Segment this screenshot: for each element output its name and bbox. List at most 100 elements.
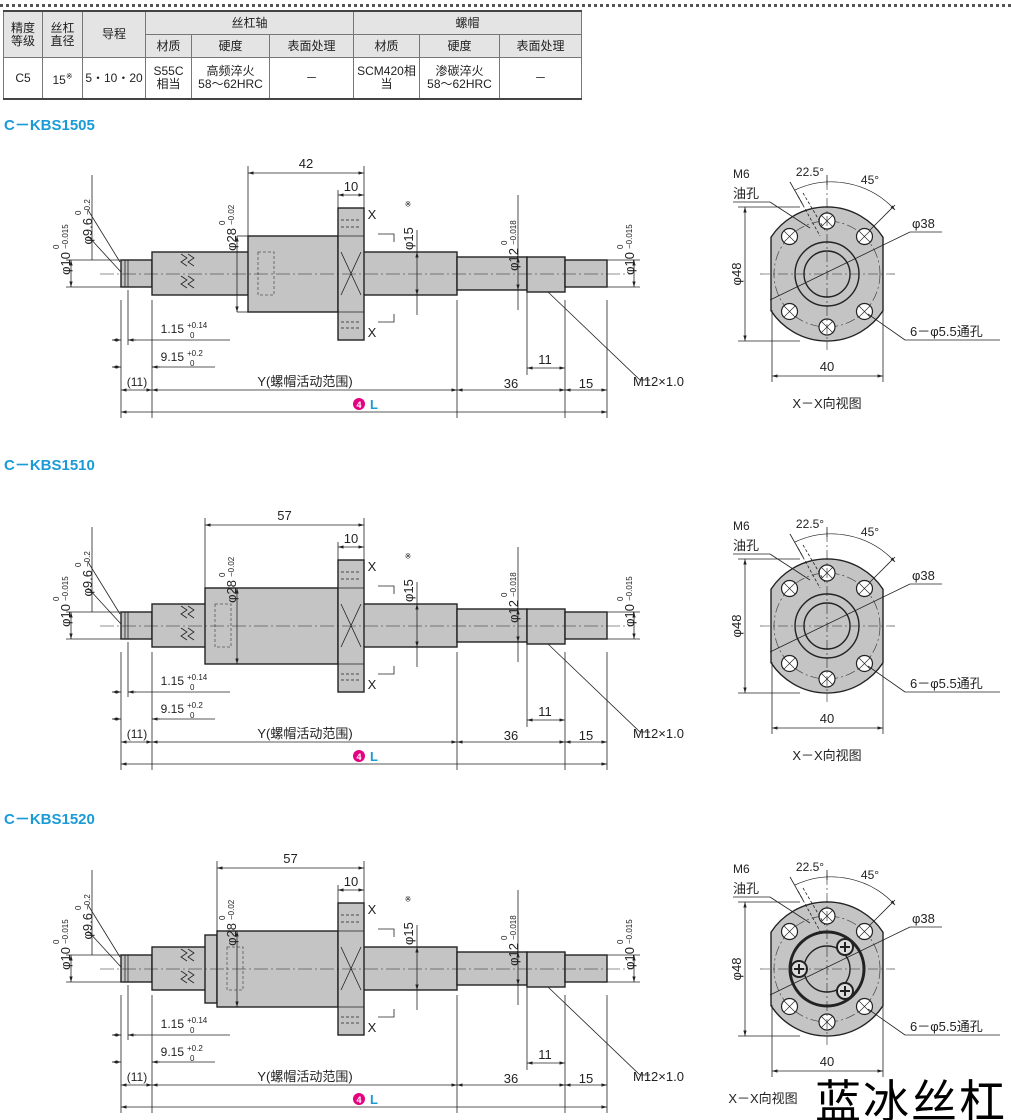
angle-45-label: 45° bbox=[861, 868, 879, 882]
d9-15-tol-lower: 0 bbox=[190, 711, 195, 720]
section-arrow bbox=[378, 666, 395, 675]
phi12-label: φ12 bbox=[506, 248, 521, 271]
nut-hidden-line bbox=[214, 603, 232, 648]
oil-hole-label: 油孔 bbox=[733, 186, 759, 201]
phi28-label-tol-lower: −0.02 bbox=[227, 204, 236, 225]
right-journal bbox=[564, 611, 608, 640]
angle-22-5-label: 22.5° bbox=[796, 165, 824, 179]
phi9-6-label: φ9.6 bbox=[80, 570, 95, 597]
oil-hole-label: 油孔 bbox=[733, 538, 759, 553]
dimension-label: 36 bbox=[504, 1071, 518, 1086]
phi12-label-tol-lower: −0.018 bbox=[509, 915, 518, 940]
view-label: X－X向视图 bbox=[792, 748, 861, 763]
badge-circle-icon bbox=[353, 398, 365, 410]
phi12-label-tol-upper: 0 bbox=[500, 935, 509, 940]
shaft-side-view bbox=[100, 559, 630, 693]
thread-section bbox=[526, 256, 566, 293]
phi12-label-tol-upper: 0 bbox=[500, 240, 509, 245]
header-shaft: 丝杠轴 bbox=[145, 10, 354, 35]
angle-45-label: 45° bbox=[861, 173, 879, 187]
hole-cross bbox=[858, 1000, 871, 1013]
phi9-6-label-tol-upper: 0 bbox=[74, 562, 83, 567]
phi48-label: φ48 bbox=[729, 958, 744, 981]
right-journal bbox=[564, 259, 608, 288]
phi28-label: φ28 bbox=[224, 228, 239, 251]
view-label: X－X向视图 bbox=[792, 396, 861, 411]
phi15-label: φ15 bbox=[401, 579, 416, 602]
oil-hole-hidden bbox=[802, 887, 827, 928]
hole-cross bbox=[783, 305, 796, 318]
cell-nut-material: SCM420相当 bbox=[353, 57, 420, 100]
leader bbox=[769, 583, 911, 653]
section-arrow bbox=[378, 928, 395, 937]
section-arrow bbox=[378, 1009, 395, 1018]
phi10-right-label-tol-upper: 0 bbox=[616, 244, 625, 249]
dimension-label: 15 bbox=[579, 728, 593, 743]
angle-arc bbox=[794, 876, 896, 906]
phi10-left-label-tol-lower: −0.015 bbox=[61, 919, 70, 944]
bearing-journal-12 bbox=[456, 951, 528, 986]
ref-mark: ※ bbox=[405, 552, 412, 561]
dimension-label: 15 bbox=[579, 1071, 593, 1086]
d9-15-label: 9.15 bbox=[161, 350, 185, 364]
header-diameter: 丝杠直径 bbox=[42, 10, 83, 58]
leader bbox=[769, 231, 911, 301]
length-label: L bbox=[370, 1092, 378, 1107]
thread-label: M12×1.0 bbox=[633, 1069, 684, 1084]
header-shaft-hardness: 硬度 bbox=[191, 34, 270, 58]
hole-cross bbox=[858, 582, 871, 595]
flat-mark bbox=[340, 251, 362, 296]
line bbox=[789, 533, 804, 558]
phi12-label-tol-lower: −0.018 bbox=[509, 572, 518, 597]
break-mark-icon bbox=[180, 605, 195, 619]
watermark: 蓝冰丝杠 bbox=[815, 1075, 1007, 1120]
phi10-left-label: φ10 bbox=[58, 252, 73, 275]
phi9-6-label-tol-lower: −0.2 bbox=[83, 551, 92, 567]
phi48-label: φ48 bbox=[729, 263, 744, 286]
oil-hole-hidden bbox=[802, 192, 827, 233]
d1-15-label: 1.15 bbox=[161, 1017, 185, 1031]
leader bbox=[87, 209, 121, 263]
dotted-divider bbox=[0, 4, 1011, 7]
phi10-right-label-tol-upper: 0 bbox=[616, 596, 625, 601]
dimension-label: 10 bbox=[344, 874, 358, 889]
phi9-6-label-tol-upper: 0 bbox=[74, 905, 83, 910]
d9-15-tol-upper: +0.2 bbox=[187, 1044, 203, 1053]
thread-label: M12×1.0 bbox=[633, 374, 684, 389]
length-badge-number: 4 bbox=[356, 1095, 361, 1105]
section-arrow bbox=[378, 585, 395, 594]
y-range-label: Y(螺帽活动范围) bbox=[257, 1069, 352, 1084]
holes-label: 6－φ5.5通孔 bbox=[910, 1019, 983, 1034]
length-label: L bbox=[370, 397, 378, 412]
holes-label: 6－φ5.5通孔 bbox=[910, 324, 983, 339]
section-arrow bbox=[378, 233, 395, 242]
leader bbox=[87, 235, 122, 273]
flat-mark bbox=[340, 946, 362, 991]
y-range-label: Y(螺帽活动范围) bbox=[257, 726, 352, 741]
phi12-label: φ12 bbox=[506, 600, 521, 623]
header-nut-surface: 表面处理 bbox=[499, 34, 582, 58]
dimension-label: 10 bbox=[344, 179, 358, 194]
phi28-label-tol-lower: −0.02 bbox=[227, 556, 236, 577]
holes-label: 6－φ5.5通孔 bbox=[910, 676, 983, 691]
line bbox=[769, 896, 811, 924]
break-mark-icon bbox=[180, 627, 195, 641]
d1-15-tol-lower: 0 bbox=[190, 683, 195, 692]
left-journal bbox=[120, 259, 153, 288]
leader bbox=[87, 904, 121, 958]
d1-15-tol-lower: 0 bbox=[190, 1026, 195, 1035]
phi10-left-label: φ10 bbox=[58, 604, 73, 627]
phi10-left-label-tol-lower: −0.015 bbox=[61, 224, 70, 249]
d1-15-tol-lower: 0 bbox=[190, 331, 195, 340]
cell-diameter: 15※ bbox=[42, 57, 83, 100]
length-badge-number: 4 bbox=[356, 752, 361, 762]
phi9-6-label-tol-upper: 0 bbox=[74, 210, 83, 215]
line bbox=[769, 553, 811, 581]
